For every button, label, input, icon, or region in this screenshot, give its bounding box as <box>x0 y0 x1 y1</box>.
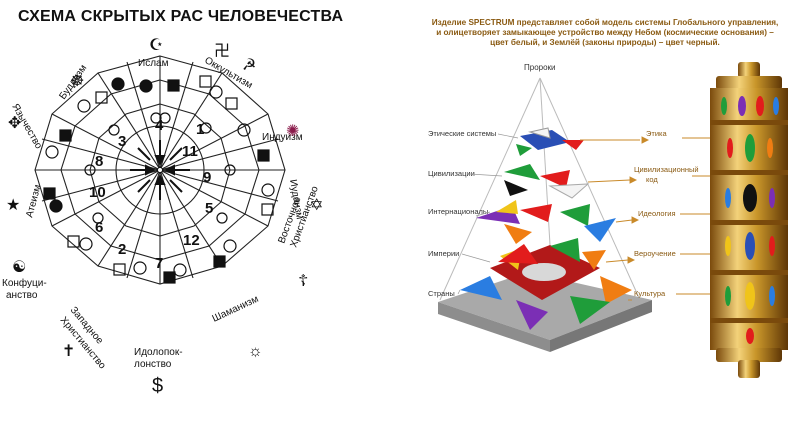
race-number-8: 8 <box>95 153 103 170</box>
crescent-icon: ☪ <box>149 37 163 54</box>
race-number-12: 12 <box>183 232 200 249</box>
race-number-4: 4 <box>155 117 164 134</box>
left-label-internationals: Интернационалы <box>428 207 488 216</box>
pyramid-right-labels: Этика Цивилизационный код Идеология Веро… <box>634 129 699 298</box>
dollar-icon: $ <box>152 375 163 397</box>
label-confucianism-1: Конфуци- <box>2 277 47 289</box>
left-label-ethical-systems: Этические системы <box>428 129 496 138</box>
race-number-9: 9 <box>203 169 211 186</box>
arrow-head <box>163 164 175 176</box>
spectrum-pyramid-diagram: Пророки Этические сист <box>428 62 788 378</box>
star-icon: ★ <box>6 197 20 214</box>
race-number-7: 7 <box>155 255 163 272</box>
latin-cross-icon: ✝ <box>62 343 75 360</box>
race-number-5: 5 <box>205 200 213 217</box>
left-label-empires: Империи <box>428 249 459 258</box>
dharma-wheel-icon: ☸ <box>70 73 84 90</box>
right-label-ideology: Идеология <box>638 209 676 218</box>
layer-empires <box>498 238 606 270</box>
race-numbers: 4 11 9 5 12 7 2 6 10 8 3 1 <box>89 117 213 272</box>
left-label-countries: Страны <box>428 289 455 298</box>
arrow-head <box>154 155 166 167</box>
cylinder-body <box>710 88 788 350</box>
orthodox-cross-icon: ☦ <box>298 273 308 290</box>
sun-icon: ☼ <box>248 343 263 360</box>
left-label-civilizations: Цивилизации <box>428 169 475 178</box>
om-wheel-icon: ✺ <box>286 123 299 140</box>
cylinder-rings <box>710 120 788 323</box>
label-idolatry-1: Идолопок- <box>134 347 183 358</box>
layer-internationals <box>476 200 616 244</box>
race-number-10: 10 <box>89 184 106 201</box>
pyramid-left-labels: Этические системы Цивилизации Интернацио… <box>428 129 496 298</box>
religion-icons: ☪ 卍 ☭ ✺ ✡ ☦ ☼ $ ✝ ☯ ★ ✥ ☸ <box>6 37 323 397</box>
left-leader-lines <box>457 133 519 295</box>
cylinder-gems <box>721 96 779 344</box>
right-label-creed: Вероучение <box>634 249 676 258</box>
arrow-head <box>154 173 166 185</box>
swastika-icon: 卍 <box>214 42 230 60</box>
label-hinduism: Индуизм <box>262 132 303 143</box>
label-islam: Ислам <box>138 58 169 69</box>
caption-line-1: Изделие SPECTRUM представляет собой моде… <box>431 18 779 27</box>
spectrum-cylinder <box>710 62 788 378</box>
label-idolatry-2: лонство <box>134 359 172 370</box>
label-atheism: Атеизм <box>24 183 43 218</box>
label-shamanism: Шаманизм <box>211 294 261 325</box>
pyramid-top-label: Пророки <box>524 63 556 72</box>
right-label-civilization-code-2: код <box>646 175 658 184</box>
yin-yang-icon: ☯ <box>12 259 26 276</box>
race-number-6: 6 <box>95 219 103 236</box>
pagan-icon: ✥ <box>8 115 21 132</box>
race-number-1: 1 <box>196 121 204 138</box>
right-arrows <box>580 136 720 301</box>
cylinder-top-knob <box>738 62 760 78</box>
arrow-head <box>145 164 157 176</box>
spectrum-caption: Изделие SPECTRUM представляет собой моде… <box>420 18 790 48</box>
diagram-title: СХЕМА СКРЫТЫХ РАС ЧЕЛОВЕЧЕСТВА <box>18 8 344 25</box>
right-label-ethics: Этика <box>646 129 667 138</box>
race-number-3: 3 <box>118 133 126 150</box>
layer-civilizations <box>504 164 590 199</box>
star-of-david-icon: ✡ <box>310 197 323 214</box>
caption-line-2: и олицетворяет замыкающее устройство меж… <box>436 28 774 37</box>
hammer-sickle-icon: ☭ <box>242 57 256 74</box>
center-arrows <box>130 140 190 200</box>
race-number-11: 11 <box>182 143 198 160</box>
cell-symbols <box>43 75 275 284</box>
layer-ethics <box>516 127 584 156</box>
races-circle-diagram: 4 11 9 5 12 7 2 6 10 8 3 1 <box>2 37 323 397</box>
caption-line-3: цвет белый, и Землёй (законы природы) – … <box>490 38 720 47</box>
cylinder-bottom-knob <box>738 360 760 378</box>
race-number-2: 2 <box>118 241 126 258</box>
right-label-culture: Культура <box>634 289 666 298</box>
right-label-civilization-code-1: Цивилизационный <box>634 165 699 174</box>
label-confucianism-2: анство <box>6 290 38 301</box>
